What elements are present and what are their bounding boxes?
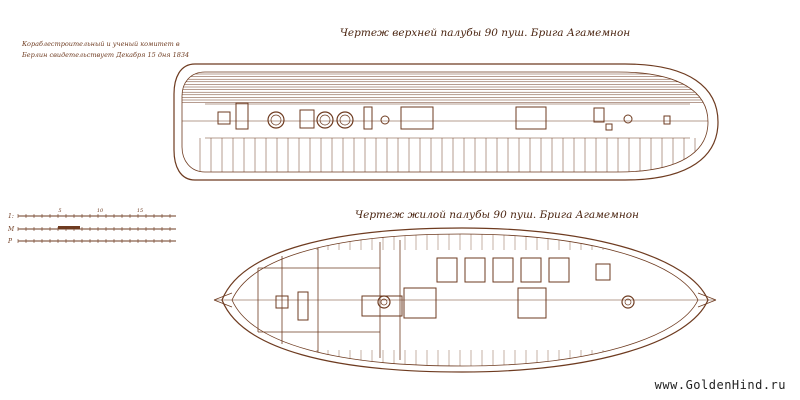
main-hatch: [515, 106, 547, 130]
cabin: [275, 295, 289, 309]
upper-deck-plan: [173, 63, 719, 181]
upper-hatch: [605, 123, 613, 131]
upper-deck-frames: [199, 138, 696, 172]
mast-step-icon: [621, 295, 635, 309]
bow-tip: [697, 292, 717, 308]
locker: [520, 257, 542, 283]
upper-deck-planking: [182, 73, 708, 103]
pump-icon: [339, 114, 351, 126]
locker: [436, 257, 458, 283]
scale-bars: 1: M P 5 10 15: [7, 208, 176, 245]
mast-icon: [380, 115, 390, 125]
cabin: [297, 291, 309, 321]
scale-bar-filled-segment: [58, 226, 80, 229]
upper-hatch: [217, 111, 231, 125]
cabin: [403, 287, 437, 319]
scale-tick-label: 15: [137, 208, 143, 214]
locker: [464, 257, 486, 283]
upper-hatch: [299, 109, 315, 129]
mast-step-icon: [380, 298, 388, 306]
upper-deck-title: Чертеж верхней палубы 90 пуш. Брига Агам…: [340, 27, 630, 39]
committee-note-line-2: Берлин свидетельствует Декабря 15 дня 18…: [21, 51, 189, 59]
scale-tick-label: 10: [97, 208, 104, 214]
committee-note-line-1: Кораблестроительный и ученый комитет в: [21, 40, 180, 48]
upper-hull-inner: [181, 71, 709, 173]
scale-row-label: P: [7, 238, 13, 245]
cabin: [517, 287, 547, 319]
locker: [595, 263, 611, 281]
upper-hatch: [593, 107, 605, 123]
upper-hull-outer: [173, 63, 719, 181]
pump-icon: [336, 111, 354, 129]
living-deck-title: Чертеж жилой палубы 90 пуш. Брига Агамем…: [355, 209, 639, 221]
pump-icon: [319, 114, 331, 126]
scale-row-label: M: [7, 226, 15, 233]
pump-icon: [316, 111, 334, 129]
capstan: [270, 114, 282, 126]
mast-step-icon: [624, 298, 632, 306]
watermark-url: www.GoldenHind.ru: [654, 378, 786, 392]
capstan: [267, 111, 285, 129]
bitt: [663, 115, 671, 125]
locker: [492, 257, 514, 283]
mast-step-icon: [377, 295, 391, 309]
living-deck-plan: [213, 227, 717, 373]
cabin: [361, 295, 403, 317]
stern-tip: [213, 292, 233, 308]
scale-tick-label: 5: [58, 208, 61, 214]
upper-hatch: [235, 102, 249, 130]
upper-hatch: [363, 106, 373, 130]
scale-row-label: 1:: [8, 213, 14, 220]
storage-lockers: [436, 257, 611, 283]
locker: [548, 257, 570, 283]
main-hatch: [400, 106, 434, 130]
mast-icon: [623, 114, 633, 124]
